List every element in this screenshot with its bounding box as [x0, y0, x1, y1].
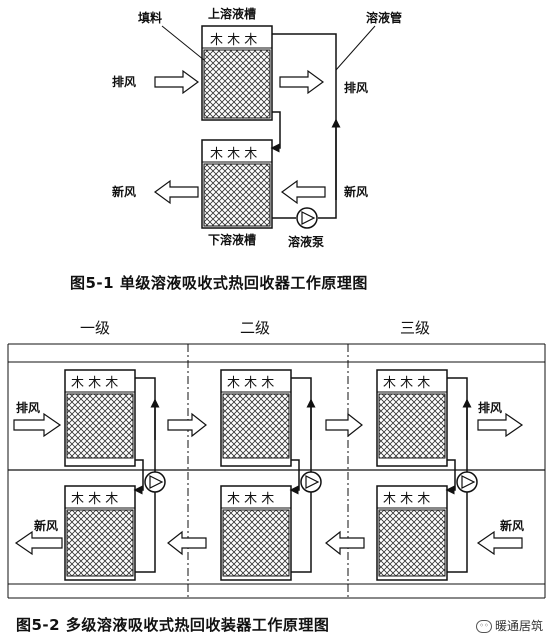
fresh-out-arrow — [153, 179, 199, 205]
stage1-return-pipe — [135, 377, 156, 472]
stage1-upper-unit — [64, 369, 136, 467]
stage1-drain-pipe — [133, 459, 144, 495]
stage3-lower-unit — [376, 485, 448, 581]
fresh-arrow-2-1 — [167, 530, 207, 556]
exhaust-arrow-1-2 — [167, 412, 207, 438]
label-filler: 填料 — [138, 10, 162, 25]
wechat-icon: ◦◦ — [475, 620, 492, 633]
label-fresh-out: 新风 — [112, 184, 136, 199]
stage3-return-pipe — [447, 377, 468, 472]
label-exhaust-out-2: 排风 — [478, 400, 502, 415]
watermark: ◦◦暖通居筑 — [475, 617, 543, 634]
figure1-caption: 图5-1 单级溶液吸收式热回收器工作原理图 — [70, 274, 368, 292]
spray-nozzles-lower: 木 木 木 — [210, 147, 257, 162]
drain-pipe — [270, 111, 281, 153]
label-pump: 溶液泵 — [288, 234, 324, 249]
label-fresh-in-2: 新风 — [500, 518, 524, 533]
lower-unit-housing — [201, 139, 273, 229]
stage-label-1: 一级 — [80, 319, 110, 337]
stage3-drain-pipe — [445, 459, 456, 495]
stage3-lower-filler — [378, 509, 446, 577]
stage2-lower-unit — [220, 485, 292, 581]
stage2-upper-nozzles: 木 木 木 — [227, 376, 274, 391]
label-fresh-out-2: 新风 — [34, 518, 58, 533]
stage3-lower-nozzles: 木 木 木 — [383, 492, 430, 507]
exhaust-arrow-2-3 — [325, 412, 363, 438]
stage-label-3: 三级 — [400, 319, 430, 337]
watermark-text: 暖通居筑 — [494, 619, 543, 633]
fresh-in-arrow — [280, 179, 326, 205]
exhaust-in-arrow-2 — [13, 412, 62, 438]
lower-filler-block — [203, 163, 271, 227]
figure2: 一级 二级 三级 木 木 木木 木 木木 木 木木 木 木木 木 木木 木 木 … — [7, 319, 546, 599]
stage1-upper-filler — [66, 393, 134, 459]
figure1: 木 木 木 木 木 木 填料 上溶液槽 溶液管 排风 排风 新风 新风 下溶液槽… — [112, 6, 402, 249]
exhaust-in-arrow — [154, 69, 200, 95]
fresh-arrow-3-2 — [325, 530, 365, 556]
label-lower-tank: 下溶液槽 — [208, 232, 256, 247]
label-exhaust-out: 排风 — [344, 80, 368, 95]
stage3-upper-unit — [376, 369, 448, 467]
stage2-upper-filler — [222, 393, 290, 459]
label-upper-tank: 上溶液槽 — [208, 6, 256, 21]
figure2-caption: 图5-2 多级溶液吸收式热回收装器工作原理图 — [16, 616, 330, 634]
stage1-lower-filler — [66, 509, 134, 577]
exhaust-out-arrow — [279, 69, 325, 95]
stage1-upper-nozzles: 木 木 木 — [71, 376, 118, 391]
fresh-in-arrow-2 — [476, 530, 523, 556]
stage2-return-pipe — [291, 377, 312, 472]
exhaust-out-arrow-2 — [477, 412, 524, 438]
stage1-lower-nozzles: 木 木 木 — [71, 492, 118, 507]
label-fresh-in: 新风 — [344, 184, 368, 199]
label-exhaust-in-2: 排风 — [16, 400, 40, 415]
stage1-lower-unit — [64, 485, 136, 581]
stage3-upper-nozzles: 木 木 木 — [383, 376, 430, 391]
label-exhaust-in: 排风 — [112, 74, 136, 89]
stage3-upper-filler — [378, 393, 446, 459]
fresh-out-arrow-2 — [14, 530, 63, 556]
upper-unit-housing — [201, 25, 273, 121]
stage2-lower-filler — [222, 509, 290, 577]
stage-label-2: 二级 — [240, 319, 270, 337]
stage2-upper-unit — [220, 369, 292, 467]
label-solution-pipe: 溶液管 — [366, 10, 402, 25]
stage2-lower-nozzles: 木 木 木 — [227, 492, 274, 507]
stage2-drain-pipe — [289, 459, 300, 495]
spray-nozzles-upper: 木 木 木 — [210, 33, 257, 48]
upper-filler-block — [203, 49, 271, 119]
